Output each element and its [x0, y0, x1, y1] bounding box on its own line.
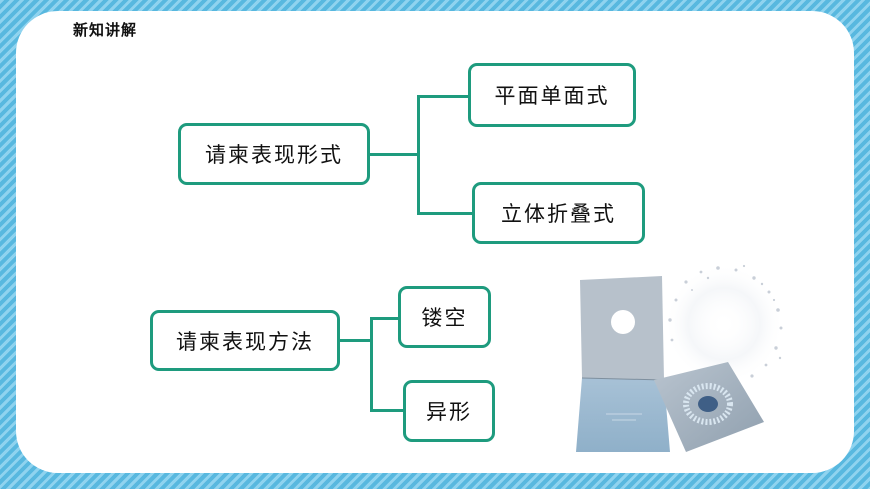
connector-method-bottom — [370, 409, 404, 412]
connector-method-root — [339, 339, 373, 342]
node-method-root-label: 请柬表现方法 — [176, 329, 314, 354]
connector-form-top — [417, 95, 469, 98]
node-form-child-flat: 平面单面式 — [468, 63, 636, 127]
node-form-child-fold-label: 立体折叠式 — [501, 202, 616, 226]
node-method-child-hollow: 镂空 — [398, 286, 491, 348]
node-form-child-flat-label: 平面单面式 — [494, 84, 610, 108]
connector-form-bottom — [417, 212, 473, 215]
connector-method-vertical — [370, 317, 373, 412]
connector-method-top — [370, 317, 399, 320]
slide-title: 新知讲解 — [73, 21, 138, 39]
node-method-child-hollow-label: 镂空 — [421, 306, 468, 330]
node-method-child-shape-label: 异形 — [426, 400, 472, 424]
node-method-child-shape: 异形 — [403, 380, 495, 442]
node-form-root: 请柬表现形式 — [178, 123, 370, 185]
connector-form-vertical — [417, 95, 420, 215]
node-form-root-label: 请柬表现形式 — [205, 143, 343, 167]
node-form-child-fold: 立体折叠式 — [472, 182, 645, 244]
connector-form-root — [369, 153, 419, 156]
invitation-cards-photo — [576, 264, 784, 452]
node-method-root: 请柬表现方法 — [150, 310, 340, 371]
